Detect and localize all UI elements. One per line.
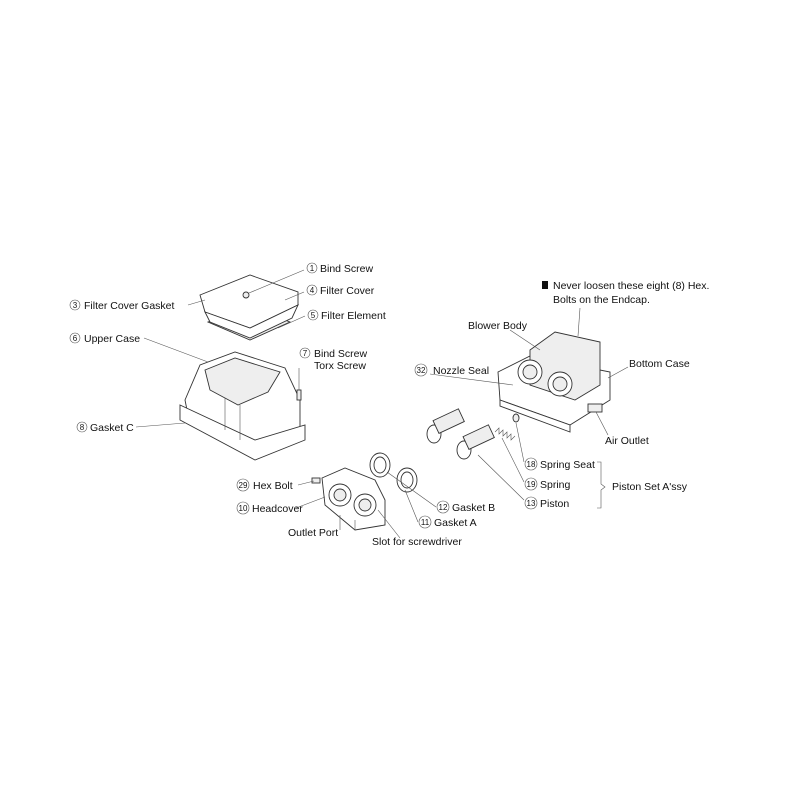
svg-text:3: 3 bbox=[73, 301, 78, 310]
svg-text:7: 7 bbox=[303, 349, 308, 358]
callout-3-filter-cover-gasket: 3 Filter Cover Gasket bbox=[69, 299, 175, 312]
warning-note: Never loosen these eight (8) Hex. Bolts … bbox=[542, 280, 709, 306]
callout-29-hex-bolt: 29 Hex Bolt bbox=[236, 478, 293, 492]
warning-bullet-icon bbox=[542, 281, 548, 289]
svg-text:6: 6 bbox=[73, 334, 78, 343]
blower-body-drawing bbox=[517, 331, 601, 401]
piston-drawing bbox=[426, 408, 495, 460]
label-bottom-case: Bottom Case bbox=[629, 358, 690, 370]
svg-text:Bind Screw: Bind Screw bbox=[320, 263, 374, 275]
filter-cover-drawing bbox=[199, 274, 299, 339]
svg-text:Hex Bolt: Hex Bolt bbox=[253, 480, 293, 492]
label-outlet-port: Outlet Port bbox=[288, 527, 338, 539]
leader-lines bbox=[135, 269, 629, 539]
svg-text:Headcover: Headcover bbox=[252, 503, 303, 515]
label-slot-for-screwdriver: Slot for screwdriver bbox=[372, 536, 462, 548]
svg-text:Upper Case: Upper Case bbox=[84, 333, 140, 345]
gasket-a-drawing bbox=[396, 467, 418, 493]
svg-text:29: 29 bbox=[239, 481, 248, 490]
svg-text:11: 11 bbox=[421, 518, 430, 527]
headcover-drawing bbox=[311, 467, 386, 531]
callout-6-upper-case: 6 Upper Case bbox=[69, 332, 140, 345]
svg-text:13: 13 bbox=[527, 499, 536, 508]
label-air-outlet: Air Outlet bbox=[605, 435, 649, 447]
callout-10-headcover: 10 Headcover bbox=[236, 501, 303, 515]
svg-text:Nozzle Seal: Nozzle Seal bbox=[433, 365, 489, 377]
svg-text:Never loosen these eight (8) H: Never loosen these eight (8) Hex. bbox=[553, 280, 709, 292]
label-piston-set-assy: Piston Set A'ssy bbox=[612, 481, 688, 493]
svg-text:32: 32 bbox=[417, 366, 426, 375]
svg-text:Filter Cover: Filter Cover bbox=[320, 285, 375, 297]
svg-text:12: 12 bbox=[439, 503, 448, 512]
callout-32-nozzle-seal: 32 Nozzle Seal bbox=[414, 363, 489, 377]
svg-text:Spring Seat: Spring Seat bbox=[540, 459, 595, 471]
svg-text:Bolts on the Endcap.: Bolts on the Endcap. bbox=[553, 294, 650, 306]
label-blower-body: Blower Body bbox=[468, 320, 528, 332]
svg-text:Piston: Piston bbox=[540, 498, 569, 510]
svg-text:Filter Element: Filter Element bbox=[321, 310, 386, 322]
svg-text:19: 19 bbox=[527, 480, 536, 489]
svg-text:8: 8 bbox=[80, 423, 85, 432]
svg-text:Spring: Spring bbox=[540, 479, 571, 491]
gasket-b-drawing bbox=[369, 452, 391, 478]
callout-11-gasket-a: 11 Gasket A bbox=[418, 515, 477, 529]
callout-13-piston: 13 Piston bbox=[524, 496, 569, 510]
callout-19-spring: 19 Spring bbox=[524, 477, 571, 491]
callout-5-filter-element: 5 Filter Element bbox=[307, 309, 386, 322]
callout-12-gasket-b: 12 Gasket B bbox=[436, 500, 495, 514]
spring-seat-drawing bbox=[512, 413, 520, 423]
upper-case-drawing bbox=[179, 351, 306, 461]
svg-text:Gasket B: Gasket B bbox=[452, 502, 495, 514]
svg-text:Gasket A: Gasket A bbox=[434, 517, 477, 529]
svg-text:4: 4 bbox=[310, 286, 315, 295]
callout-8-gasket-c: 8 Gasket C bbox=[76, 421, 134, 434]
svg-text:5: 5 bbox=[311, 311, 316, 320]
svg-text:Filter Cover Gasket: Filter Cover Gasket bbox=[84, 300, 175, 312]
svg-text:10: 10 bbox=[239, 504, 248, 513]
callout-1-bind-screw: 1 Bind Screw bbox=[306, 262, 374, 275]
callout-4-filter-cover: 4 Filter Cover bbox=[306, 284, 375, 297]
svg-text:1: 1 bbox=[310, 264, 315, 273]
svg-text:Torx Screw: Torx Screw bbox=[314, 360, 366, 372]
torx-screw-drawing bbox=[296, 368, 302, 401]
svg-text:Bind Screw: Bind Screw bbox=[314, 348, 368, 360]
svg-text:Gasket C: Gasket C bbox=[90, 422, 134, 434]
spring-drawing bbox=[494, 427, 516, 441]
callout-18-spring-seat: 18 Spring Seat bbox=[524, 457, 595, 471]
svg-text:18: 18 bbox=[527, 460, 536, 469]
callout-7-torx-screw: 7 Bind Screw Torx Screw bbox=[299, 347, 368, 372]
